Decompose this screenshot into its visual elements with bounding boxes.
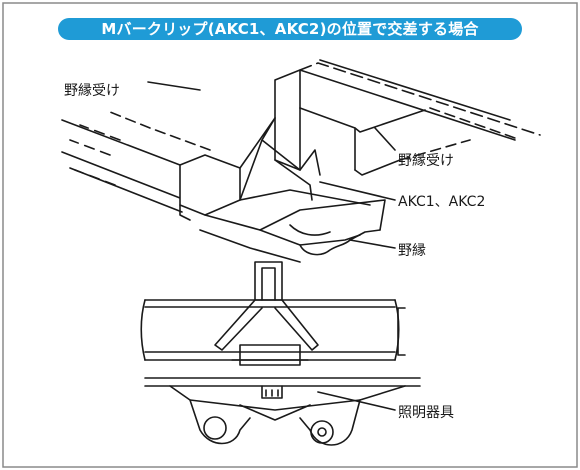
nobuchi-channel — [199, 189, 386, 263]
right-nobuchi-uke-channel — [274, 59, 541, 176]
label-lighting: 照明器具 — [398, 405, 454, 421]
nobuchi-cross-section — [140, 299, 406, 361]
page-title: Mバークリップ(AKC1、AKC2)の位置で交差する場合 — [58, 18, 522, 40]
label-nobuchi: 野縁 — [398, 243, 426, 259]
label-clip: AKC1、AKC2 — [398, 194, 486, 210]
leader-clip — [319, 181, 396, 201]
leader-nobuchi — [349, 239, 396, 249]
clip-cross-section — [214, 261, 319, 366]
label-nobuchi-uke-left: 野縁受け — [64, 83, 120, 99]
ceiling-board — [144, 377, 421, 387]
leader-nobuchi-uke-left — [147, 81, 201, 91]
center-clip — [239, 117, 321, 201]
leader-nobuchi-uke-right — [374, 127, 396, 151]
left-nobuchi-uke-channel — [61, 111, 241, 221]
label-nobuchi-uke-right: 野縁受け — [398, 153, 454, 169]
leader-lighting — [317, 391, 396, 411]
lighting-fixture — [169, 385, 406, 446]
